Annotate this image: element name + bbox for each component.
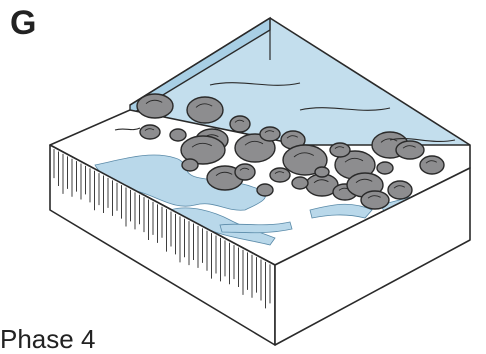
pebble	[377, 162, 393, 174]
pebble	[182, 159, 198, 171]
phase-caption: Phase 4	[0, 326, 95, 352]
pebble	[260, 127, 280, 141]
pebble	[170, 129, 186, 141]
pebble	[257, 184, 273, 196]
pebble	[315, 167, 329, 177]
pebble	[396, 141, 424, 159]
pebble	[361, 191, 389, 209]
pebble	[292, 177, 308, 189]
pebble	[187, 97, 223, 123]
pebble	[330, 143, 350, 157]
panel-letter: G	[10, 6, 36, 40]
pebble	[388, 181, 412, 199]
pebble	[140, 125, 160, 139]
pebble	[270, 168, 290, 182]
pebble	[230, 116, 250, 132]
pebble	[235, 164, 255, 180]
pebble	[420, 156, 444, 174]
pebble	[137, 94, 173, 118]
